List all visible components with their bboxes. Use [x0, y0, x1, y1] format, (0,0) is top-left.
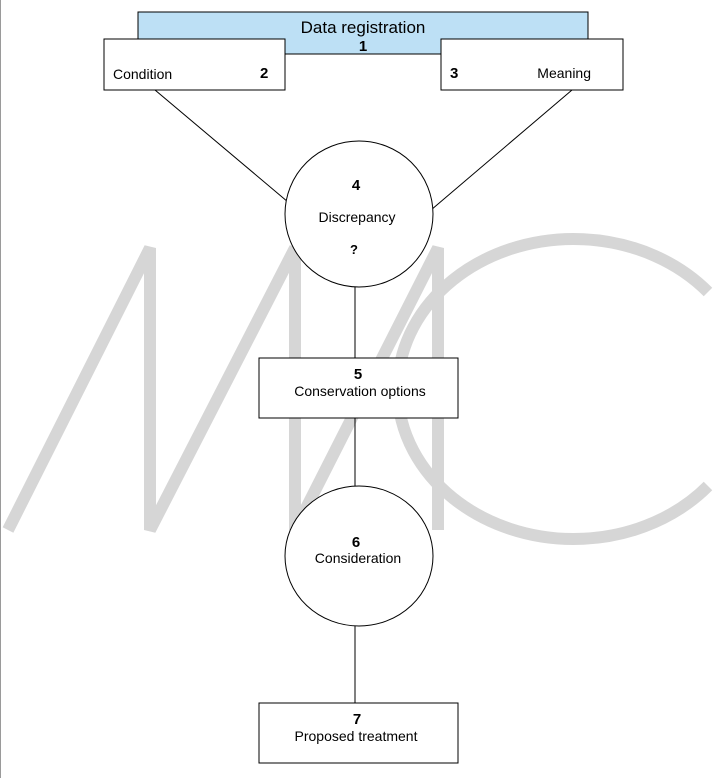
conservation-options-number: 5 — [354, 366, 362, 383]
connector-condition-discrepancy — [154, 89, 289, 203]
proposed-treatment-label: Proposed treatment — [295, 728, 418, 744]
data-registration-label: Data registration — [301, 18, 426, 37]
consideration-label: Consideration — [315, 550, 401, 566]
node-consideration: 6 Consideration — [284, 485, 434, 627]
discrepancy-question-mark: ? — [350, 242, 358, 257]
node-discrepancy: 4 Discrepancy ? — [284, 140, 434, 288]
connector-meaning-discrepancy — [430, 89, 573, 211]
watermark-letter-m1 — [2, 245, 301, 533]
page-left-border — [0, 0, 1, 778]
condition-number: 2 — [260, 65, 268, 82]
conservation-options-box — [258, 357, 459, 419]
discrepancy-label: Discrepancy — [318, 209, 395, 225]
watermark-letter-m2 — [289, 245, 444, 533]
proposed-treatment-number: 7 — [353, 711, 361, 728]
consideration-number: 6 — [352, 534, 360, 551]
discrepancy-number: 4 — [352, 177, 361, 194]
node-meaning: 3 Meaning — [440, 38, 624, 91]
condition-box — [103, 38, 286, 91]
data-registration-number: 1 — [359, 38, 367, 55]
node-conservation-options: 5 Conservation options — [258, 357, 459, 419]
meaning-box — [440, 38, 624, 91]
node-proposed-treatment: 7 Proposed treatment — [258, 702, 459, 764]
conservation-options-label: Conservation options — [294, 383, 426, 399]
consideration-circle — [284, 485, 434, 627]
meaning-label: Meaning — [537, 65, 591, 81]
proposed-treatment-box — [258, 702, 459, 764]
node-condition: Condition 2 — [103, 38, 286, 91]
meaning-number: 3 — [450, 65, 458, 82]
connectors — [154, 89, 573, 703]
condition-label: Condition — [113, 66, 172, 82]
discrepancy-circle — [284, 140, 434, 288]
